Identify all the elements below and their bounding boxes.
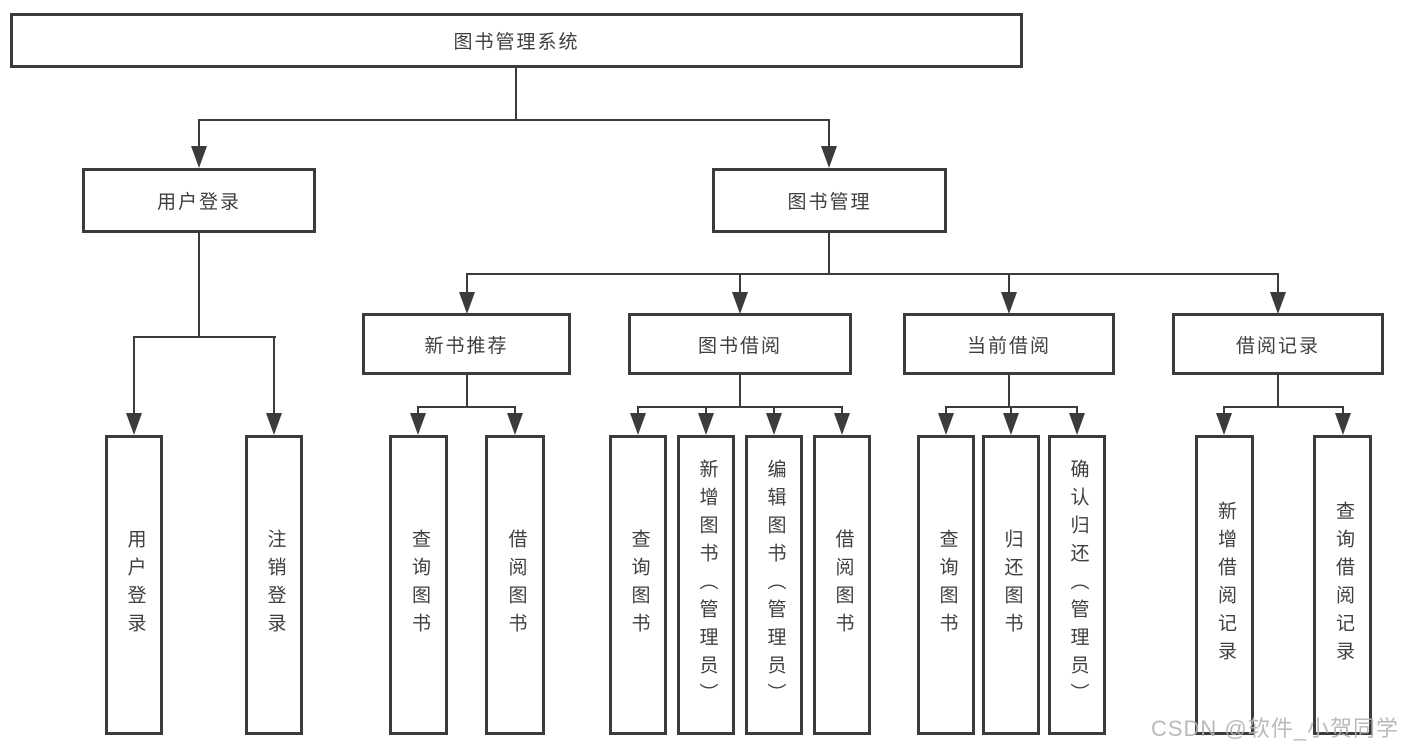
arrow-down-icon — [507, 413, 523, 435]
node-borrowing-records-label: 借阅记录 — [1235, 335, 1320, 357]
connector-line — [514, 406, 516, 416]
leaf-query-borrow-record-label: 查询借阅记录 — [1332, 501, 1354, 669]
connector-line — [637, 406, 843, 408]
node-new-book-recommend-label: 新书推荐 — [424, 335, 509, 357]
connector-line — [945, 406, 947, 416]
arrow-down-icon — [732, 292, 748, 314]
arrow-down-icon — [821, 146, 837, 168]
node-book-borrowing-label: 图书借阅 — [697, 335, 782, 357]
connector-line — [273, 336, 275, 415]
node-user-login: 用户登录 — [82, 168, 316, 233]
leaf-query-books-current-label: 查询图书 — [936, 529, 958, 641]
arrow-down-icon — [698, 413, 714, 435]
leaf-return-book: 归还图书 — [982, 435, 1040, 735]
arrow-down-icon — [1216, 413, 1232, 435]
leaf-logout-label: 注销登录 — [264, 529, 286, 641]
connector-line — [1008, 375, 1010, 408]
connector-line — [1008, 273, 1010, 295]
leaf-confirm-return-admin: 确认归还（管理员） — [1048, 435, 1106, 735]
leaf-add-book-admin: 新增图书（管理员） — [677, 435, 735, 735]
leaf-edit-book-admin: 编辑图书（管理员） — [745, 435, 803, 735]
arrow-down-icon — [459, 292, 475, 314]
arrow-down-icon — [191, 146, 207, 168]
node-borrowing-records: 借阅记录 — [1172, 313, 1384, 375]
leaf-query-books-recommend-label: 查询图书 — [408, 529, 430, 641]
leaf-add-borrow-record: 新增借阅记录 — [1195, 435, 1254, 735]
leaf-logout: 注销登录 — [245, 435, 303, 735]
connector-line — [1223, 406, 1225, 416]
leaf-add-borrow-record-label: 新增借阅记录 — [1214, 501, 1236, 669]
connector-line — [739, 375, 741, 408]
arrow-down-icon — [1003, 413, 1019, 435]
connector-line — [1076, 406, 1078, 416]
connector-line — [133, 336, 276, 338]
leaf-confirm-return-admin-label: 确认归还（管理员） — [1067, 459, 1089, 711]
connector-line — [1223, 406, 1344, 408]
node-book-management: 图书管理 — [712, 168, 947, 233]
node-book-management-label: 图书管理 — [787, 192, 872, 213]
connector-line — [198, 233, 200, 338]
arrow-down-icon — [266, 413, 282, 435]
connector-line — [1277, 273, 1279, 295]
connector-line — [739, 273, 741, 295]
arrow-down-icon — [834, 413, 850, 435]
leaf-return-book-label: 归还图书 — [1001, 529, 1023, 641]
arrow-down-icon — [1069, 413, 1085, 435]
leaf-user-login: 用户登录 — [105, 435, 163, 735]
leaf-borrow-books-label: 借阅图书 — [832, 529, 854, 641]
connector-line — [773, 406, 775, 416]
connector-line — [705, 406, 707, 416]
arrow-down-icon — [1270, 292, 1286, 314]
arrow-down-icon — [630, 413, 646, 435]
leaf-borrow-books-recommend: 借阅图书 — [485, 435, 545, 735]
leaf-query-books-borrowing: 查询图书 — [609, 435, 667, 735]
connector-line — [828, 233, 830, 275]
connector-line — [1342, 406, 1344, 416]
arrow-down-icon — [410, 413, 426, 435]
connector-line — [466, 375, 468, 408]
connector-line — [828, 119, 830, 152]
leaf-user-login-label: 用户登录 — [124, 529, 146, 641]
leaf-query-books-borrowing-label: 查询图书 — [628, 529, 650, 641]
connector-line — [1277, 375, 1279, 408]
connector-line — [466, 273, 1279, 275]
arrow-down-icon — [1001, 292, 1017, 314]
leaf-add-book-admin-label: 新增图书（管理员） — [696, 459, 718, 711]
csdn-watermark: CSDN @软件_小贺同学 — [1150, 716, 1399, 741]
connector-line — [417, 406, 516, 408]
arrow-down-icon — [126, 413, 142, 435]
node-user-login-label: 用户登录 — [156, 192, 241, 213]
node-root-label: 图书管理系统 — [453, 32, 580, 53]
connector-line — [417, 406, 419, 416]
node-root: 图书管理系统 — [10, 13, 1023, 68]
connector-line — [466, 273, 468, 295]
node-current-borrowing: 当前借阅 — [903, 313, 1115, 375]
leaf-borrow-books: 借阅图书 — [813, 435, 871, 735]
leaf-edit-book-admin-label: 编辑图书（管理员） — [764, 459, 786, 711]
connector-line — [198, 119, 830, 121]
connector-line — [1010, 406, 1012, 416]
node-new-book-recommend: 新书推荐 — [362, 313, 571, 375]
arrow-down-icon — [766, 413, 782, 435]
leaf-query-books-recommend: 查询图书 — [389, 435, 448, 735]
connector-line — [637, 406, 639, 416]
connector-line — [841, 406, 843, 416]
arrow-down-icon — [1335, 413, 1351, 435]
leaf-borrow-books-recommend-label: 借阅图书 — [505, 529, 527, 641]
node-current-borrowing-label: 当前借阅 — [966, 335, 1051, 357]
connector-line — [133, 336, 135, 415]
leaf-query-borrow-record: 查询借阅记录 — [1313, 435, 1372, 735]
leaf-query-books-current: 查询图书 — [917, 435, 975, 735]
connector-line — [515, 68, 517, 121]
connector-line — [198, 119, 200, 152]
node-book-borrowing: 图书借阅 — [628, 313, 852, 375]
arrow-down-icon — [938, 413, 954, 435]
